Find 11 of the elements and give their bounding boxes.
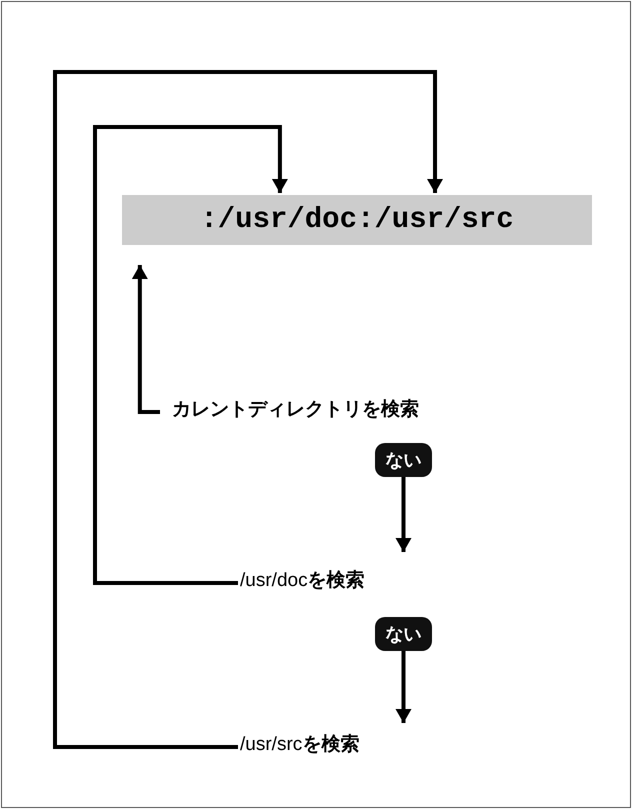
arrow [53, 70, 444, 749]
search-step-text: /usr/docを検索 [240, 566, 365, 596]
arrow [93, 125, 288, 585]
result-badge: ない [375, 443, 432, 477]
search-step-text: /usr/srcを検索 [240, 730, 360, 760]
arrow [132, 265, 160, 414]
result-badge: ない [375, 617, 432, 651]
path-text: :/usr/doc:/usr/src [122, 195, 592, 245]
arrow [396, 477, 412, 552]
arrow [396, 651, 412, 723]
search-step-text: カレントディレクトリを検索 [172, 395, 419, 425]
